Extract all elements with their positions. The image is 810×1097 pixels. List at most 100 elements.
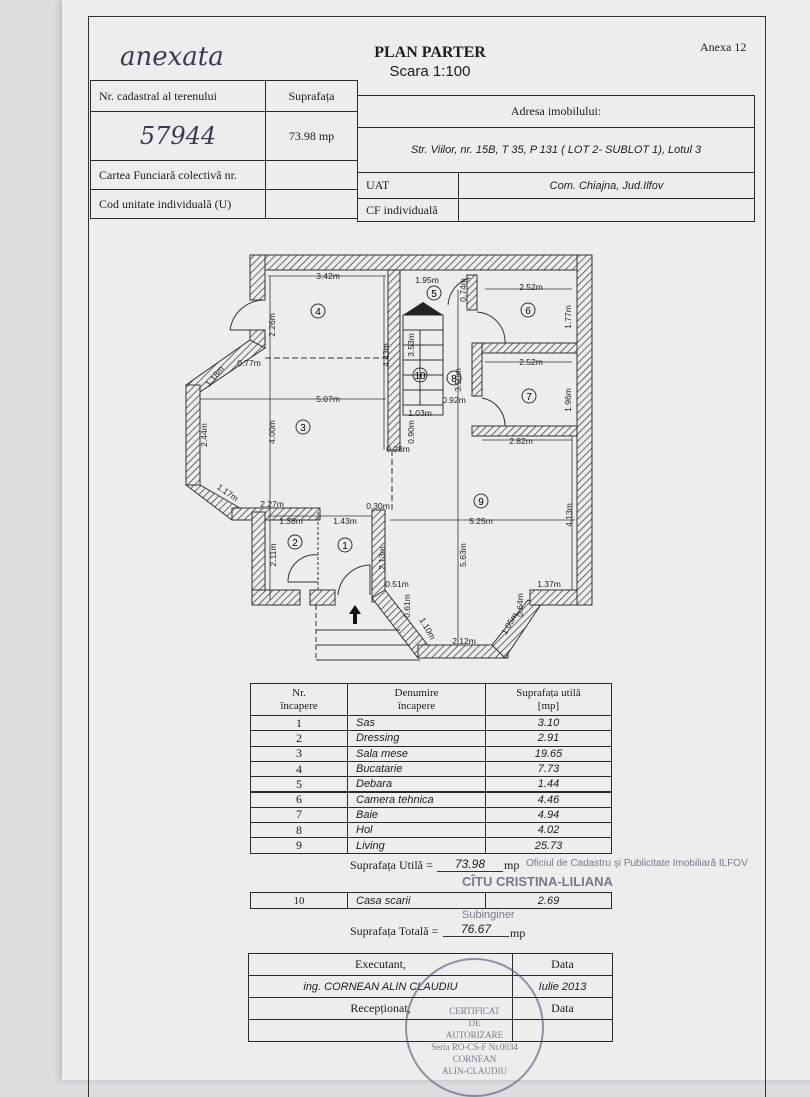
dimension-label: 1.96m: [563, 388, 573, 412]
room-number-label: 8: [451, 374, 457, 385]
room-number-circle: [295, 419, 311, 435]
dimension-label: 2.52m: [519, 357, 543, 367]
stair-row-name: Casa scarii: [347, 892, 486, 909]
dimension-label: 2.11m: [268, 544, 278, 567]
room-name: Living: [347, 837, 486, 854]
dimension-label: 0.28m: [386, 444, 410, 454]
room-number-circle: [310, 303, 326, 319]
certificate-stamp-line: AUTORIZARE: [445, 1030, 504, 1040]
dimension-label: 0.74m: [458, 278, 468, 302]
dimension-label: 2.12m: [452, 636, 476, 646]
room-number: 6: [250, 791, 348, 808]
room-number-label: 5: [431, 289, 437, 300]
scale-label: Scara 1:100: [389, 63, 471, 80]
room-number-label: 3: [300, 423, 306, 434]
office-stamp: Oficiul de Cadastru și Publicitate Imobi…: [526, 858, 748, 869]
dimension-label: 3.53m: [406, 333, 416, 357]
dimension-label: 0.90m: [406, 420, 416, 444]
dimension-label: 2.44m: [199, 423, 209, 447]
entrance-arrow-icon: [349, 605, 361, 624]
room-area: 3.10: [485, 715, 612, 732]
dimension-label: 0.77m: [237, 358, 261, 368]
room-number-circle: [412, 367, 428, 383]
room-number-label: 1: [342, 541, 348, 552]
room-name: Sala mese: [347, 745, 486, 762]
inspector-stamp-role: Subinginer: [462, 909, 515, 921]
room-number-label: 2: [292, 538, 298, 549]
dimension-label: 2.26m: [267, 313, 277, 337]
total-area-label: Suprafața Totală =: [350, 924, 439, 938]
useful-area-label: Suprafața Utilă =: [350, 858, 433, 872]
page-frame: [88, 16, 766, 1097]
room-number-circle: [287, 534, 303, 550]
room-number-circle: [337, 537, 353, 553]
room-number: 3: [250, 745, 348, 762]
room-name: Bucatarie: [347, 760, 486, 778]
dimension-label: 1.95m: [415, 275, 439, 285]
room-number-label: 9: [478, 497, 484, 508]
room-area: 4.94: [485, 806, 612, 824]
dimension-label: 1.77m: [563, 305, 573, 329]
total-area-unit: mp: [510, 926, 526, 940]
useful-area-value: 73.98: [437, 857, 503, 872]
room-number: 5: [250, 776, 348, 793]
certificate-stamp-line: Seria RO-CS-F Nr.0034: [431, 1042, 518, 1052]
dimension-label: 1.43m: [333, 516, 357, 526]
page-title: PLAN PARTER: [374, 44, 486, 61]
dimension-label: 0.92m: [442, 395, 466, 405]
dimension-label: 3.42m: [316, 271, 340, 281]
room-area: 25.73: [485, 837, 612, 854]
cf-individual-value: [458, 198, 755, 222]
room-area: 4.46: [485, 791, 612, 808]
room-number-circle: [446, 370, 462, 386]
room-name: Baie: [347, 806, 486, 824]
room-number: 8: [250, 822, 348, 839]
certificate-stamp-line: ALIN-CLAUDIU: [442, 1066, 507, 1076]
room-number-circle: [520, 302, 536, 318]
room-name: Hol: [347, 822, 486, 839]
useful-area-unit: mp: [504, 858, 520, 872]
dimension-label: 4.43m: [381, 343, 391, 367]
inspector-stamp-name: CÎTU CRISTINA-LILIANA: [462, 874, 613, 889]
dimension-label: 0.30m: [366, 501, 390, 511]
walls: [184, 254, 593, 659]
room-area: 19.65: [485, 745, 612, 762]
dimension-label: 1.03m: [408, 408, 432, 418]
dimension-label: 5.63m: [458, 543, 468, 567]
dimension-label: 3.50m: [453, 368, 463, 392]
room-number-label: 7: [526, 392, 532, 403]
room-name: Debara: [347, 776, 486, 793]
table-header: Denumire încapere: [347, 683, 486, 716]
room-number: 9: [250, 837, 348, 854]
room-number-circle: [521, 388, 537, 404]
dimension-label: 2.82m: [509, 436, 533, 446]
dimension-label: 0.61m: [402, 594, 412, 618]
total-area-value: 76.67: [443, 922, 509, 937]
stair-arrow-icon: [403, 302, 443, 315]
room-name: Dressing: [347, 730, 486, 747]
room-area: 1.44: [485, 776, 612, 793]
room-number: 7: [250, 806, 348, 824]
dimension-label: 4.13m: [564, 503, 574, 527]
dimension-label: 2.13m: [377, 546, 387, 570]
room-name: Camera tehnica: [347, 791, 486, 808]
dimension-label: 1.37m: [537, 579, 561, 589]
date-label: Data: [512, 953, 613, 976]
dimension-label: 0.51m: [385, 579, 409, 589]
document-page: [62, 0, 810, 1080]
table-header: Suprafața utilă [mp]: [485, 683, 612, 716]
room-number: 4: [250, 760, 348, 778]
room-name: Sas: [347, 715, 486, 732]
annex-label: Anexa 12: [700, 40, 747, 54]
certificate-stamp-line: CORNEAN: [452, 1054, 497, 1064]
dimension-label: 4.00m: [267, 420, 277, 444]
room-number-label: 6: [525, 306, 531, 317]
certificate-stamp-line: DE: [468, 1018, 481, 1028]
room-number-label: 10: [414, 371, 426, 382]
dimension-label: 5.25m: [469, 516, 493, 526]
room-area: 4.02: [485, 822, 612, 839]
handwritten-note: anexata: [120, 42, 224, 72]
stair-row-area: 2.69: [485, 892, 612, 909]
